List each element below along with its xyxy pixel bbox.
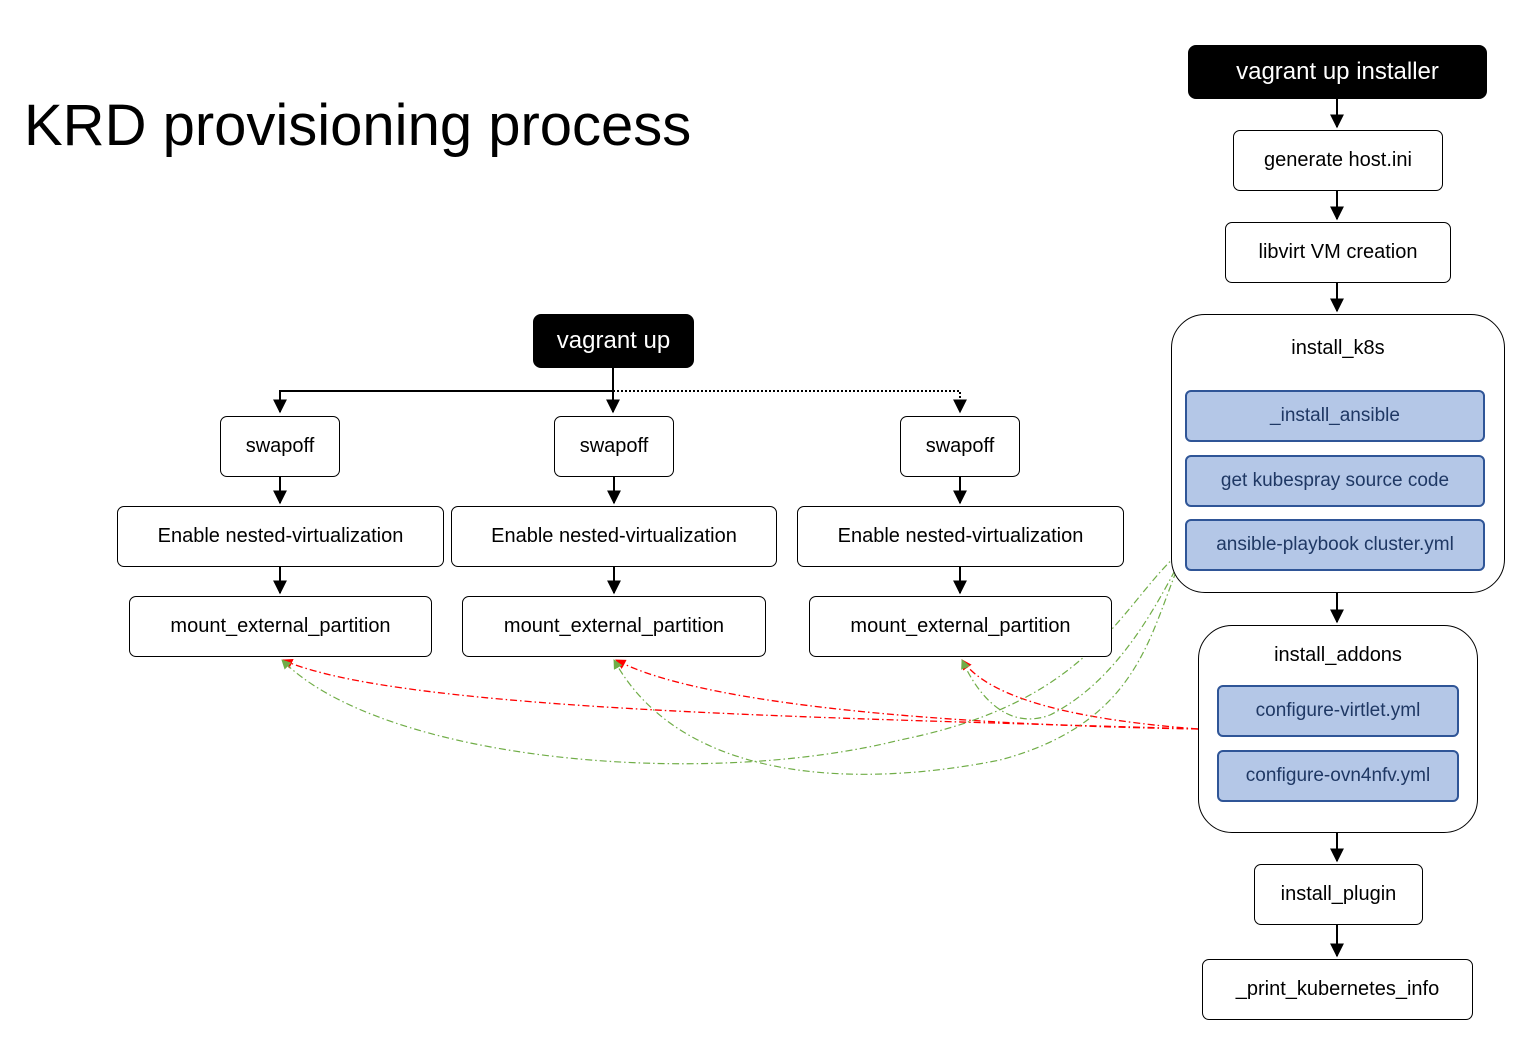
left-fanout-edges <box>273 368 620 414</box>
enable-nested-virtualization-node-1[interactable]: Enable nested-virtualization <box>117 506 444 567</box>
mount-external-partition-node-1[interactable]: mount_external_partition <box>129 596 432 657</box>
generate-host-ini-node[interactable]: generate host.ini <box>1233 130 1443 191</box>
configure-ovn4nfv-step[interactable]: configure-ovn4nfv.yml <box>1217 750 1459 802</box>
install-addons-label: install_addons <box>1274 644 1402 666</box>
red-link-col3 <box>961 659 1199 730</box>
edge-root-to-col3-dotted <box>613 390 967 414</box>
green-link-col1 <box>281 544 1189 765</box>
install-k8s-label: install_k8s <box>1291 337 1385 359</box>
install-plugin-node[interactable]: install_plugin <box>1254 864 1423 925</box>
vagrant-up-installer-node[interactable]: vagrant up installer <box>1188 45 1487 99</box>
get-kubespray-source-step[interactable]: get kubespray source code <box>1185 455 1485 507</box>
green-k8s-links <box>281 544 1189 775</box>
mount-external-partition-node-3[interactable]: mount_external_partition <box>809 596 1112 657</box>
left-column-edges <box>273 477 967 595</box>
vagrant-up-node[interactable]: vagrant up <box>533 314 694 368</box>
red-addon-links <box>282 659 1199 730</box>
enable-nested-virtualization-node-3[interactable]: Enable nested-virtualization <box>797 506 1124 567</box>
mount-external-partition-node-2[interactable]: mount_external_partition <box>462 596 766 657</box>
swapoff-node-3[interactable]: swapoff <box>900 416 1020 477</box>
libvirt-vm-creation-node[interactable]: libvirt VM creation <box>1225 222 1451 283</box>
page-title: KRD provisioning process <box>24 93 692 158</box>
green-link-col2 <box>613 544 1189 775</box>
install-ansible-step[interactable]: _install_ansible <box>1185 390 1485 442</box>
green-link-col3 <box>961 544 1189 720</box>
red-link-col1 <box>282 659 1199 730</box>
red-link-col2 <box>615 659 1199 730</box>
swapoff-node-2[interactable]: swapoff <box>554 416 674 477</box>
configure-virtlet-step[interactable]: configure-virtlet.yml <box>1217 685 1459 737</box>
edge-root-to-col1 <box>273 368 614 414</box>
swapoff-node-1[interactable]: swapoff <box>220 416 340 477</box>
enable-nested-virtualization-node-2[interactable]: Enable nested-virtualization <box>451 506 777 567</box>
print-kubernetes-info-node[interactable]: _print_kubernetes_info <box>1202 959 1473 1020</box>
ansible-playbook-cluster-step[interactable]: ansible-playbook cluster.yml <box>1185 519 1485 571</box>
